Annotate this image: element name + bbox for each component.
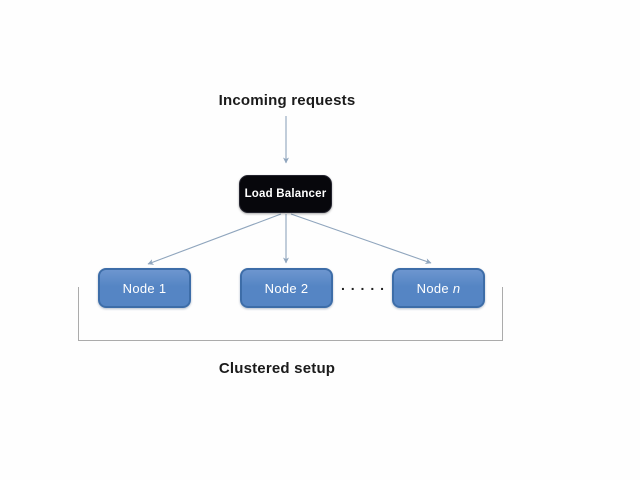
node-n-box: Node n: [392, 268, 485, 308]
node-2-box: Node 2: [240, 268, 333, 308]
arrow-lb-to-noden: [290, 213, 432, 265]
node-n-label: Node n: [416, 280, 461, 296]
clustered-setup-label: Clustered setup: [218, 360, 336, 377]
node-2-label: Node 2: [264, 280, 309, 296]
cluster-bracket: [78, 287, 503, 341]
arrow-lb-to-node1: [147, 213, 282, 265]
load-balancer-label: Load Balancer: [244, 188, 327, 200]
node-1-label: Node 1: [122, 280, 167, 296]
load-balancer-box: Load Balancer: [239, 175, 332, 213]
incoming-requests-label: Incoming requests: [218, 92, 356, 109]
node-1-box: Node 1: [98, 268, 191, 308]
ellipsis-dots: . . . . .: [341, 277, 386, 293]
